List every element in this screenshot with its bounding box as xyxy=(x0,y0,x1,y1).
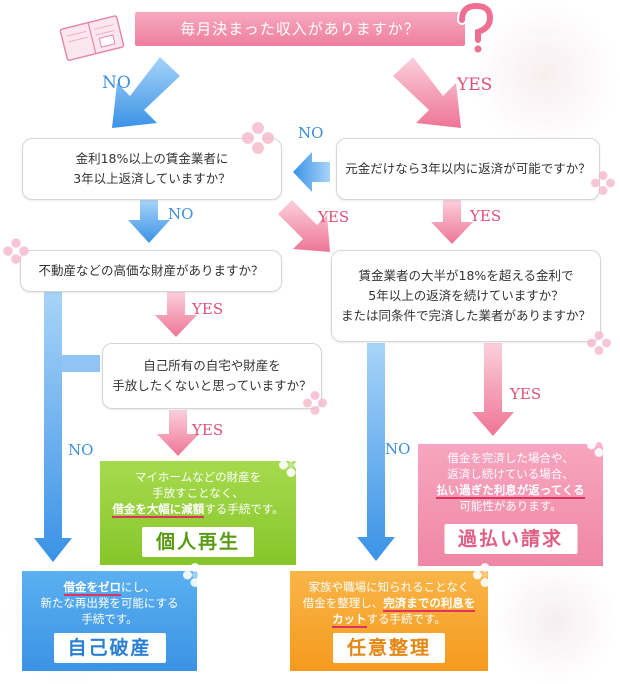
result-text-segment: にし、 xyxy=(121,580,156,594)
highlight-text: 借金をゼロ xyxy=(63,580,121,596)
result-kojin-saisei: マイホームなどの財産を手放すことなく、借金を大幅に減額する手続です。 個人再生 xyxy=(100,461,296,565)
question-line: 5年以上の返済を続けていますか？ xyxy=(368,288,564,303)
label-no-3: NO xyxy=(168,205,194,223)
result-line: 返済し続けている場合、 xyxy=(418,466,603,482)
result-line: マイホームなどの財産を xyxy=(100,469,296,485)
result-line: 借金をゼロにし、 xyxy=(22,579,197,596)
result-text-segment: 借金を完済した場合や、 xyxy=(447,451,574,465)
question-line: 3年以上返済していますか？ xyxy=(73,171,231,186)
result-line: 手続です。 xyxy=(22,611,197,627)
result-line: 新たな再出発を可能にする xyxy=(22,595,197,611)
result-kabarai: 借金を完済した場合や、返済し続けている場合、払い過ぎた利息が返ってくる可能性があ… xyxy=(418,444,603,566)
arrow-no-left xyxy=(293,152,330,192)
arrow-no-long-right xyxy=(357,343,395,561)
label-yes-1: YES xyxy=(457,75,493,95)
result-text-segment: する手続です。 xyxy=(204,502,284,516)
result-line: 借金を完済した場合や、 xyxy=(418,450,603,466)
question-property: 不動産などの高価な財産がありますか？ xyxy=(20,250,282,292)
label-no-5: NO xyxy=(385,440,411,458)
result-text-segment: 新たな再出発を可能にする xyxy=(40,596,179,610)
result-text: 借金を完済した場合や、返済し続けている場合、払い過ぎた利息が返ってくる可能性があ… xyxy=(418,444,603,514)
question-line: 賃金業者の大半が18%を超える金利で xyxy=(358,268,574,283)
question-line: 不動産などの高価な財産がありますか？ xyxy=(38,263,264,278)
result-text: 借金をゼロにし、新たな再出発を可能にする手続です。 xyxy=(22,571,197,627)
result-nini-seiri: 家族や職場に知られることなく借金を整理し、完済までの利息をカットする手続です。 … xyxy=(290,571,488,671)
question-keep: 自己所有の自宅や財産を手放したくないと思っていますか？ xyxy=(102,343,322,409)
result-text-segment: 手続です。 xyxy=(81,612,138,626)
label-no-1: NO xyxy=(102,73,131,93)
label-no-2: NO xyxy=(298,124,324,142)
result-text-segment: 家族や職場に知られることなく xyxy=(308,580,470,594)
result-line: 可能性があります。 xyxy=(418,498,603,514)
result-title: 任意整理 xyxy=(332,633,446,663)
question-line: または同条件で完済した業者がありますか？ xyxy=(340,308,591,323)
label-yes-2: YES xyxy=(318,208,350,226)
result-text-segment: 借金を整理し、 xyxy=(302,596,384,610)
question-rate: 賃金業者の大半が18%を超える金利で 5年以上の返済を続けていますか？ または同条件… xyxy=(331,250,601,342)
result-title: 個人再生 xyxy=(141,527,255,557)
label-yes-6: YES xyxy=(510,385,542,403)
result-line: カットする手続です。 xyxy=(290,611,488,628)
label-yes-5: YES xyxy=(192,421,224,439)
result-line: 払い過ぎた利息が返ってくる xyxy=(418,482,603,499)
question-line: 金利18%以上の賃金業者に xyxy=(75,151,229,166)
arrow-yes-down-2 xyxy=(155,292,197,337)
result-text-segment: する手続です。 xyxy=(366,612,446,626)
arrow-yes-down-3 xyxy=(157,410,199,456)
question-line: 自己所有の自宅や財産を xyxy=(143,358,281,373)
highlight-text: 払い過ぎた利息が返ってくる xyxy=(436,483,585,499)
result-line: 手放すことなく、 xyxy=(100,485,296,501)
result-text-segment: 返済し続けている場合、 xyxy=(447,467,574,481)
arrow-no-connector xyxy=(62,355,100,372)
question-interest: 金利18%以上の賃金業者に 3年以上返済していますか？ xyxy=(22,138,282,200)
highlight-text: 完済までの利息を xyxy=(383,596,476,612)
arrow-yes-main xyxy=(393,57,461,128)
question-mark-icon xyxy=(457,2,496,55)
arrow-yes-down xyxy=(431,200,473,244)
result-line: 借金を大幅に減額する手続です。 xyxy=(100,501,296,518)
highlight-text: 借金を大幅に減額 xyxy=(112,502,205,518)
question-principal: 元金だけなら3年以内に返済が可能ですか？ xyxy=(336,138,600,200)
arrow-no-main xyxy=(112,57,180,128)
result-text-segment: マイホームなどの財産を xyxy=(134,470,262,484)
result-text-segment: 可能性があります。 xyxy=(459,499,562,513)
label-yes-3: YES xyxy=(470,207,502,225)
result-text: マイホームなどの財産を手放すことなく、借金を大幅に減額する手続です。 xyxy=(100,461,296,518)
notebook-icon xyxy=(59,15,125,61)
arrow-yes-diag xyxy=(278,200,330,252)
result-line: 家族や職場に知られることなく xyxy=(290,579,488,595)
main-question-banner: 毎月決まった収入がありますか？ xyxy=(135,12,465,46)
label-yes-4: YES xyxy=(192,300,224,318)
result-text-segment: 手放すことなく、 xyxy=(152,486,244,500)
result-jiko-hasan: 借金をゼロにし、新たな再出発を可能にする手続です。 自己破産 xyxy=(22,571,197,671)
question-line: 元金だけなら3年以内に返済が可能ですか？ xyxy=(345,161,591,176)
result-title: 過払い請求 xyxy=(443,524,578,554)
result-line: 借金を整理し、完済までの利息を xyxy=(290,595,488,612)
arrow-no-down xyxy=(128,200,170,243)
highlight-text: カット xyxy=(332,612,367,628)
arrow-yes-long-right xyxy=(472,343,514,436)
result-text: 家族や職場に知られることなく借金を整理し、完済までの利息をカットする手続です。 xyxy=(290,571,488,628)
arrow-no-long-left xyxy=(34,292,72,562)
label-no-4: NO xyxy=(68,441,94,459)
question-line: 手放したくないと思っていますか？ xyxy=(112,378,312,393)
result-title: 自己破産 xyxy=(53,633,166,663)
